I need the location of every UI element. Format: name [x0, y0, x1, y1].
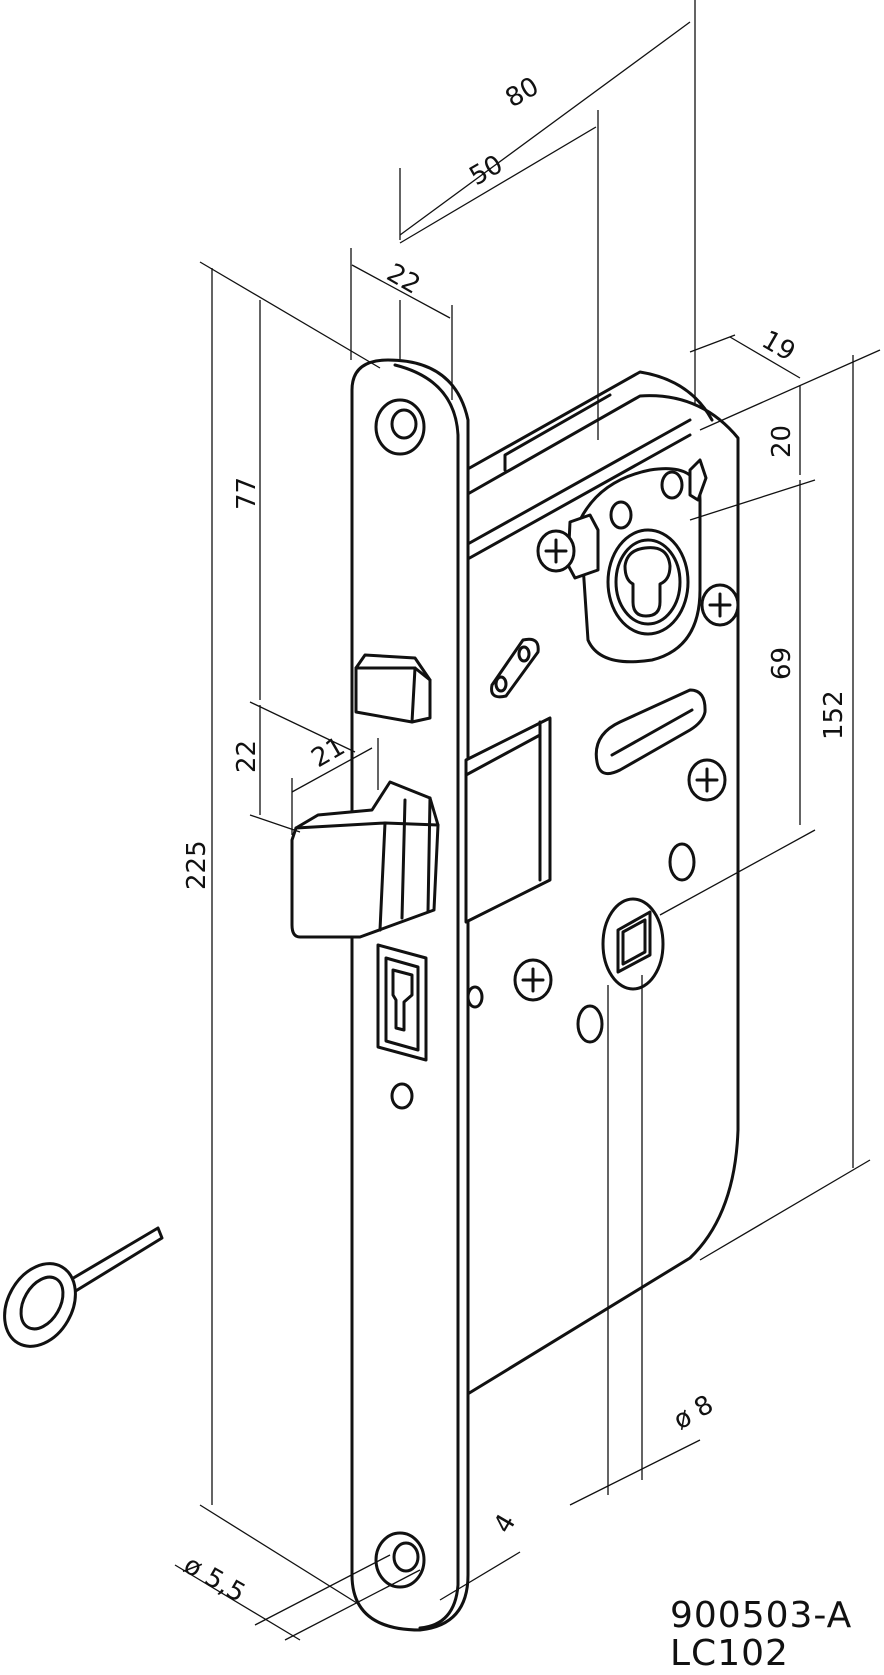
dim-19: 19 — [757, 325, 801, 368]
body-hole-2 — [576, 1004, 604, 1044]
long-slot — [594, 688, 707, 776]
follower-hole — [601, 897, 665, 991]
dim-77: 77 — [232, 477, 262, 510]
screw-4 — [513, 958, 553, 1002]
dimension-lines — [174, 0, 881, 1641]
dim-152: 152 — [819, 690, 849, 740]
dim-5-5: ø 5,5 — [179, 1550, 251, 1609]
screw-1 — [536, 529, 576, 573]
key — [3, 1226, 164, 1348]
plate-slot — [376, 943, 428, 1062]
body-hole-3 — [466, 985, 484, 1009]
latch-bolt — [290, 780, 440, 939]
dim-22-latch: 22 — [232, 740, 262, 773]
dim-69: 69 — [767, 647, 797, 680]
catch-lever — [354, 653, 432, 724]
dim-4: 4 — [488, 1509, 522, 1538]
dim-20: 20 — [767, 425, 797, 458]
dim-80: 80 — [501, 72, 545, 115]
model-code: LC102 — [670, 1633, 789, 1674]
body-hole-1 — [668, 842, 696, 882]
bolt-block — [464, 716, 552, 924]
screw-2 — [700, 583, 740, 627]
faceplate-top-hole — [374, 398, 426, 456]
screw-3 — [687, 758, 727, 802]
dim-50: 50 — [465, 150, 509, 193]
dim-22-top: 22 — [382, 258, 426, 301]
dim-225: 225 — [182, 840, 212, 890]
cylinder-housing — [566, 458, 708, 664]
dim-21: 21 — [307, 732, 351, 775]
dim-8: ø 8 — [669, 1390, 719, 1436]
small-slot — [490, 637, 540, 699]
plate-small-hole — [390, 1082, 414, 1110]
part-number: 900503-A — [670, 1595, 853, 1636]
faceplate-bottom-hole — [374, 1531, 426, 1589]
